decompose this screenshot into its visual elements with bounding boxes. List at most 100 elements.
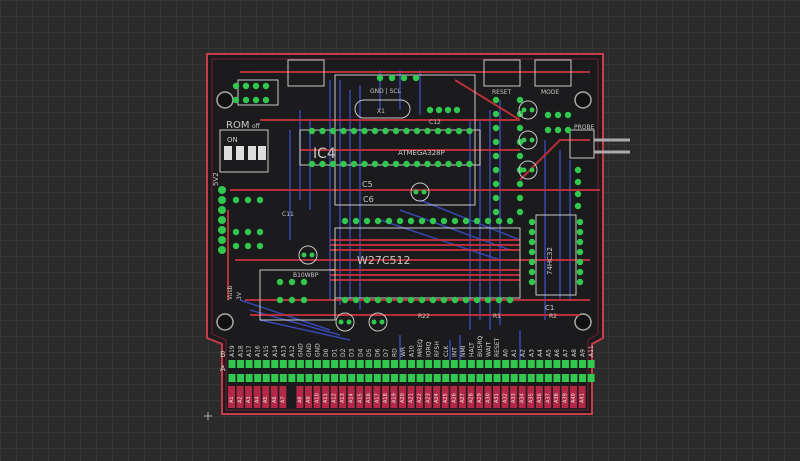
capacitor-outline bbox=[518, 160, 538, 180]
edge-pin bbox=[467, 374, 475, 382]
pad bbox=[256, 228, 264, 236]
edge-finger-label: A34 bbox=[520, 393, 526, 403]
edge-finger-label: A2 bbox=[238, 396, 244, 403]
pad bbox=[424, 127, 431, 135]
edge-finger-label: A25 bbox=[443, 393, 449, 403]
capacitor-outline bbox=[368, 312, 388, 332]
capacitor-outline bbox=[335, 312, 355, 332]
edge-finger-label: A6 bbox=[272, 396, 278, 403]
edge-finger-label: A41 bbox=[580, 393, 586, 403]
edge-pin bbox=[459, 360, 467, 368]
edge-finger bbox=[527, 386, 535, 408]
edge-pin bbox=[331, 374, 339, 382]
edge-pin bbox=[390, 360, 398, 368]
pad bbox=[554, 111, 562, 119]
edge-finger bbox=[518, 386, 526, 408]
pad bbox=[374, 217, 382, 225]
pad bbox=[484, 217, 492, 225]
pad bbox=[462, 217, 470, 225]
pad bbox=[392, 160, 400, 168]
capacitor-outline bbox=[410, 182, 430, 202]
edge-pin bbox=[339, 360, 347, 368]
edge-pin bbox=[433, 374, 441, 382]
edge-pin-label: A1 bbox=[511, 349, 518, 357]
edge-finger bbox=[424, 386, 432, 408]
edge-pin bbox=[519, 360, 527, 368]
pad bbox=[374, 296, 382, 304]
pad bbox=[218, 196, 226, 204]
edge-pin bbox=[339, 374, 347, 382]
pad bbox=[301, 252, 307, 258]
pad bbox=[418, 296, 426, 304]
edge-finger-label: A29 bbox=[477, 393, 483, 403]
edge-pin-label: D2 bbox=[340, 348, 347, 357]
edge-pin-label: INT bbox=[451, 347, 458, 357]
edge-pin bbox=[271, 374, 279, 382]
pad bbox=[352, 296, 360, 304]
pad bbox=[528, 248, 536, 256]
pad bbox=[516, 166, 524, 174]
edge-pin bbox=[262, 360, 270, 368]
pad bbox=[495, 217, 503, 225]
edge-pin-label: D0 bbox=[323, 348, 330, 357]
pad bbox=[576, 238, 584, 246]
pad bbox=[455, 127, 463, 135]
edge-pin-label: A14 bbox=[272, 345, 279, 357]
edge-pin bbox=[382, 360, 390, 368]
rom-dip-switch[interactable] bbox=[224, 146, 266, 160]
edge-pin-label: IORQ bbox=[426, 341, 433, 357]
pad bbox=[341, 296, 349, 304]
cap-c12-label: C12 bbox=[429, 119, 441, 126]
edge-pin bbox=[305, 360, 313, 368]
pad bbox=[242, 96, 250, 104]
pad bbox=[418, 217, 426, 225]
edge-finger bbox=[433, 386, 441, 408]
pad bbox=[403, 160, 410, 168]
edge-pin bbox=[279, 360, 287, 368]
edge-pin-label: A3 bbox=[528, 349, 535, 357]
pad bbox=[413, 189, 419, 195]
edge-pin bbox=[579, 360, 587, 368]
rom-on-label: ON bbox=[227, 136, 238, 144]
edge-pin bbox=[442, 374, 450, 382]
edge-finger bbox=[304, 386, 312, 408]
edge-pin bbox=[408, 374, 416, 382]
edge-finger bbox=[458, 386, 466, 408]
edge-finger bbox=[407, 386, 415, 408]
edge-finger-label: A35 bbox=[528, 393, 534, 403]
chip-label-logic: 74HC32 bbox=[546, 247, 554, 275]
pad bbox=[521, 107, 527, 113]
pad bbox=[495, 296, 503, 304]
edge-pin bbox=[314, 374, 321, 382]
edge-finger bbox=[339, 386, 347, 408]
edge-finger-label: A16 bbox=[366, 393, 372, 403]
edge-pin-label: GND bbox=[297, 343, 304, 357]
pad bbox=[232, 242, 240, 250]
edge-finger bbox=[561, 386, 569, 408]
pad bbox=[407, 296, 415, 304]
pad bbox=[329, 127, 337, 135]
pad bbox=[382, 127, 389, 135]
pad bbox=[435, 106, 443, 114]
pad bbox=[308, 160, 316, 168]
edge-finger-label: A37 bbox=[545, 393, 551, 403]
mode-button-label: MODE bbox=[541, 89, 560, 96]
pad bbox=[529, 137, 535, 143]
edge-pin bbox=[237, 360, 245, 368]
edge-pin-label: A10 bbox=[409, 345, 416, 357]
edge-pin bbox=[450, 374, 458, 382]
pad bbox=[309, 252, 315, 258]
pad bbox=[392, 127, 400, 135]
edge-finger bbox=[364, 386, 372, 408]
pad bbox=[516, 194, 524, 202]
edge-finger-label: A14 bbox=[349, 393, 355, 403]
edge-pin-label: NMI bbox=[460, 345, 467, 357]
pad bbox=[385, 296, 393, 304]
pad bbox=[379, 319, 385, 325]
edge-pin bbox=[433, 360, 441, 368]
cap-c11-label: C11 bbox=[282, 211, 294, 218]
row-a-label: A bbox=[220, 364, 226, 373]
pad bbox=[576, 228, 584, 236]
